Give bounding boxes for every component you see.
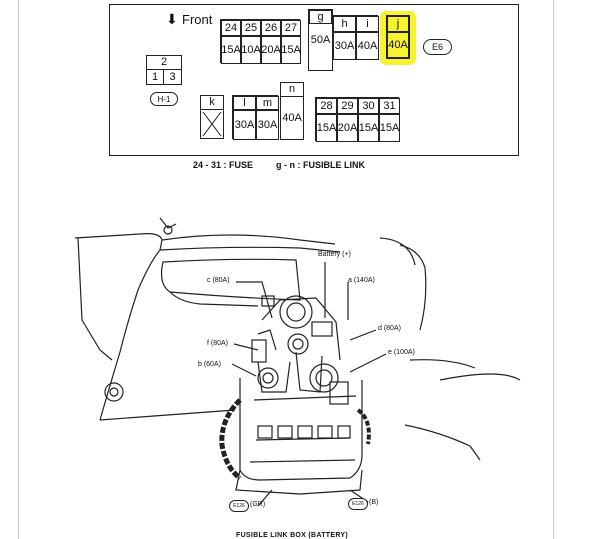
fuse-block-layout: ⬇ Front 24 25 26 27 15A 10A 20A 15A g 50… (109, 4, 519, 156)
fuse-number: 27 (281, 20, 301, 36)
fusible-link-group-lm: l m 30A 30A (232, 95, 279, 140)
label-b: b (60A) (198, 361, 221, 368)
fusible-link-k: k (200, 95, 224, 139)
caption-fuse: 24 - 31 : FUSE (193, 160, 254, 170)
fusible-link-id: k (201, 96, 223, 110)
fusible-link-j: j 40A (386, 15, 410, 59)
fusible-link-n: n 40A (280, 82, 304, 140)
connector-h1: H-1 (150, 92, 178, 106)
fuse-rating: 20A (261, 36, 281, 64)
fuse-group-bottom: 28 29 30 31 15A 20A 15A 15A (315, 97, 400, 142)
fusible-link-id: n (281, 83, 303, 97)
fusible-link-id: h (333, 16, 356, 32)
label-gr: (GR) (250, 501, 266, 508)
fusible-link-group-hi: h i 30A 40A (332, 15, 379, 60)
label-a: a (140A) (348, 277, 375, 284)
arrow-down-icon: ⬇ (166, 11, 178, 27)
fuse-number: 29 (337, 98, 358, 114)
fusible-link-id: j (387, 16, 409, 32)
fuse-number: 26 (261, 20, 281, 36)
fusible-link-id: g (309, 10, 332, 24)
illustration-title: FUSIBLE LINK BOX (BATTERY) (236, 532, 349, 539)
relay-terminal: 1 (147, 70, 164, 84)
fuse-number: 30 (358, 98, 379, 114)
fuse-rating: 20A (337, 114, 358, 142)
fuse-number: 25 (241, 20, 261, 36)
label-f: f (80A) (207, 340, 229, 347)
connector-e6: E6 (423, 39, 452, 55)
fuse-rating: 15A (379, 114, 400, 142)
label-e: e (100A) (388, 349, 415, 356)
blank-slot-x-icon (202, 111, 222, 137)
fusible-link-rating: 40A (387, 32, 409, 58)
fusible-link-id: m (256, 96, 279, 110)
relay-block: 2 1 3 (146, 55, 182, 85)
fuse-rating: 15A (281, 36, 301, 64)
connector-e126-gr: E126 (229, 500, 249, 512)
label-c: c (80A) (207, 277, 230, 284)
fusible-link-g: g 50A (308, 9, 333, 71)
label-battery: Battery (+) (318, 251, 351, 258)
fusible-link-rating: 50A (309, 24, 332, 56)
fusible-link-rating: 30A (256, 110, 279, 140)
page-border-right (553, 0, 554, 539)
fuse-number: 31 (379, 98, 400, 114)
fuse-rating: 15A (358, 114, 379, 142)
connector-e126-b: E126 (348, 498, 368, 510)
relay-terminal: 3 (164, 70, 181, 84)
fuse-rating: 15A (316, 114, 337, 142)
relay-terminal: 2 (147, 56, 181, 70)
fuse-rating: 15A (221, 36, 241, 64)
fuse-group-top: 24 25 26 27 15A 10A 20A 15A (220, 19, 301, 64)
fusible-link-rating: 30A (233, 110, 256, 140)
caption-fusible-link: g - n : FUSIBLE LINK (276, 160, 365, 170)
front-label: Front (182, 12, 213, 27)
fusible-link-rating: 30A (333, 32, 356, 60)
fuse-number: 24 (221, 20, 241, 36)
label-b-connector: (B) (369, 499, 379, 506)
fusible-link-id: l (233, 96, 256, 110)
fuse-rating: 10A (241, 36, 261, 64)
fusible-link-rating: 40A (281, 97, 303, 139)
fusible-link-id: i (356, 16, 379, 32)
fusible-link-rating: 40A (356, 32, 379, 60)
page-border-left (18, 0, 19, 539)
label-d: d (80A) (378, 325, 401, 332)
fuse-number: 28 (316, 98, 337, 114)
